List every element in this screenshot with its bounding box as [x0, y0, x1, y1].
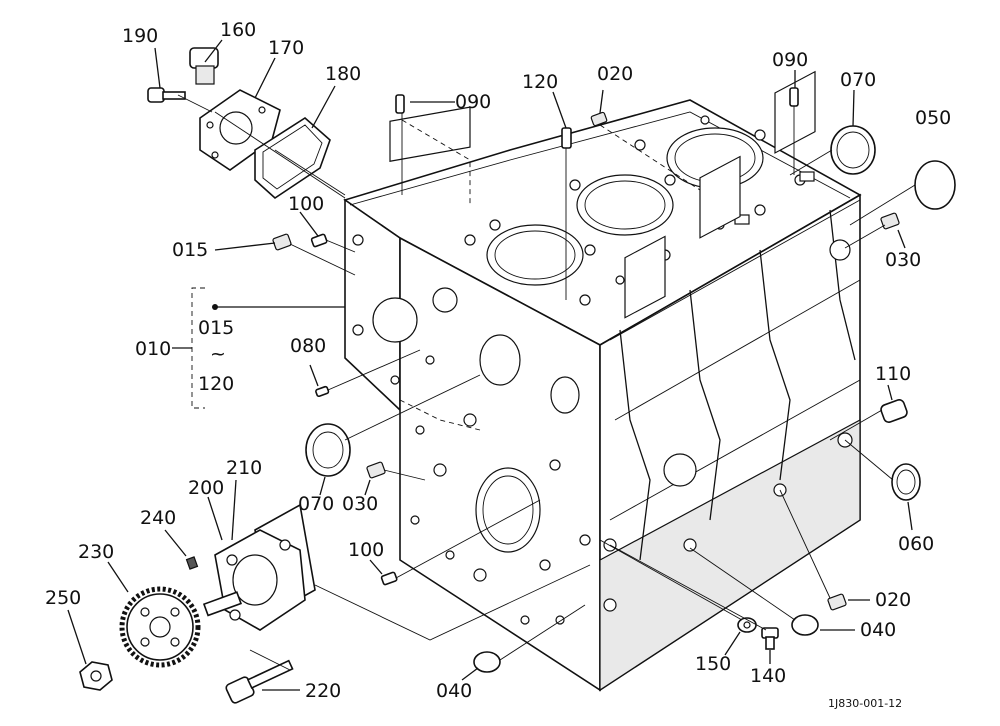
label-030-left: 030: [342, 493, 378, 515]
small-parts: [272, 87, 956, 673]
part-labels: 190 160 170 180 090 120 020 090 070 050 …: [45, 19, 951, 710]
label-230: 230: [78, 541, 114, 563]
label-010: 010: [135, 338, 171, 360]
label-100-lower: 100: [348, 539, 384, 561]
label-range-tilde: ~: [210, 343, 226, 365]
label-120-top: 120: [522, 71, 558, 93]
label-170: 170: [268, 37, 304, 59]
label-090-right: 090: [772, 49, 808, 71]
figure-code: 1J830-001-12: [828, 697, 902, 710]
label-250: 250: [45, 587, 81, 609]
label-120-range: 120: [198, 373, 234, 395]
label-110: 110: [875, 363, 911, 385]
label-080: 080: [290, 335, 326, 357]
thermostat-cover-assembly: [147, 47, 331, 200]
label-060: 060: [898, 533, 934, 555]
label-020-top: 020: [597, 63, 633, 85]
label-040-right: 040: [860, 619, 896, 641]
label-020-lower: 020: [875, 589, 911, 611]
label-100-upper: 100: [288, 193, 324, 215]
label-030-right: 030: [885, 249, 921, 271]
leader-lines: [67, 39, 916, 691]
label-180: 180: [325, 63, 361, 85]
label-220: 220: [305, 680, 341, 702]
label-040-lower: 040: [436, 680, 472, 702]
label-210: 210: [226, 457, 262, 479]
label-070-top: 070: [840, 69, 876, 91]
label-090-top: 090: [455, 91, 491, 113]
label-160: 160: [220, 19, 256, 41]
label-015-range: 015: [198, 317, 234, 339]
label-050: 050: [915, 107, 951, 129]
label-015-upper: 015: [172, 239, 208, 261]
label-070-left: 070: [298, 493, 334, 515]
label-140: 140: [750, 665, 786, 687]
label-200: 200: [188, 477, 224, 499]
label-190: 190: [122, 25, 158, 47]
label-150: 150: [695, 653, 731, 675]
cylinder-block: [343, 70, 862, 692]
oil-pump-assembly: [79, 503, 316, 704]
label-240: 240: [140, 507, 176, 529]
